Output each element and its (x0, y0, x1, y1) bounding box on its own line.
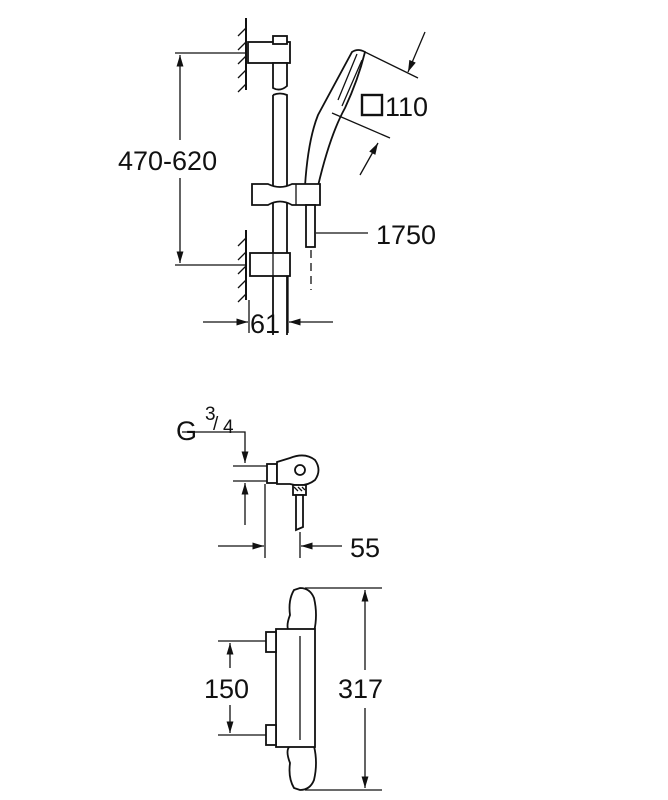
outlet-nut (292, 484, 307, 496)
square-head-icon (360, 93, 384, 117)
inlet-hex-nut (266, 463, 278, 484)
hose-length-label: 1750 (376, 220, 436, 250)
total-length-label: 317 (338, 674, 383, 704)
shower-rail-view: 470-620 110 1750 61 (118, 18, 436, 339)
depth-label: 61 (250, 309, 280, 339)
height-range-label: 470-620 (118, 146, 217, 176)
inlet-spacing-label: 150 (204, 674, 249, 704)
rail-slider (251, 183, 321, 206)
thermostat-view: 150 317 (204, 587, 383, 791)
thermostat-top-cap (286, 587, 317, 633)
head-size-label: 110 (385, 92, 428, 122)
hand-shower (304, 49, 367, 187)
lower-wall-hatch (237, 230, 247, 303)
thread-slash: / (213, 414, 219, 435)
thermostat-body (275, 628, 316, 748)
thermostat-bottom-cap (286, 745, 317, 791)
lower-inlet-nut (265, 724, 277, 746)
lower-bracket (249, 252, 291, 277)
upper-wall-hatch (237, 18, 247, 93)
offset-label: 55 (350, 533, 380, 563)
valve-outlet-circle (294, 464, 306, 476)
upper-bracket (247, 41, 291, 64)
hose (305, 204, 316, 248)
thread-letter-label: G (176, 416, 197, 446)
connection-view: G 3 / 4 55 (176, 404, 380, 563)
thread-denominator-label: 4 (223, 417, 234, 438)
upper-inlet-nut (265, 631, 277, 653)
rail-top-cap (272, 35, 288, 45)
shower-rail (272, 62, 288, 91)
thread-numerator-label: 3 (205, 404, 216, 425)
outlet-pipe (295, 494, 304, 532)
